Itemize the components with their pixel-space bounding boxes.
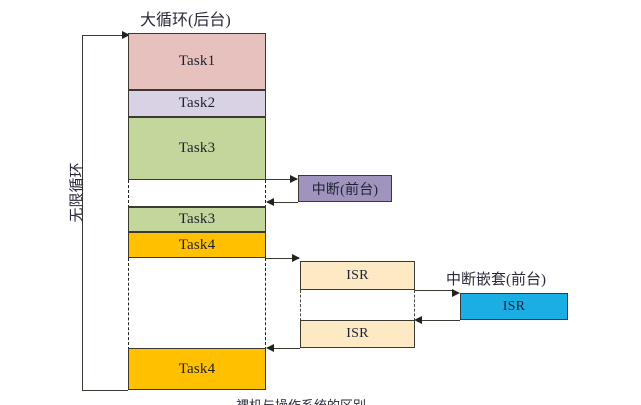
loop-arrowhead-icon — [122, 30, 130, 39]
dashed-guide-right-gap1 — [265, 180, 266, 208]
nested-isr-enter-line — [415, 290, 453, 292]
dashed-guide-left-gap1 — [128, 180, 129, 208]
nested-interrupt-title: 中断嵌套(前台) — [446, 272, 546, 288]
task-block-task2[interactable]: Task2 — [128, 90, 266, 117]
nested-isr-return-arrowhead-icon — [414, 315, 422, 324]
nested-isr-return-line — [421, 320, 460, 322]
task-block-task4-resumed[interactable]: Task4 — [128, 348, 266, 390]
interrupt-enter-arrowhead-icon — [290, 174, 298, 183]
isr-block-nested[interactable]: ISR — [460, 293, 568, 320]
isr-block-resumed[interactable]: ISR — [300, 320, 415, 348]
task-block-task3-first[interactable]: Task3 — [128, 117, 266, 180]
task-block-task3-resumed[interactable]: Task3 — [128, 207, 266, 232]
gap1-bottom-border — [128, 206, 266, 208]
dashed-guide-isr-left — [300, 290, 301, 321]
bottom-caption-cutoff: 裸机与操作系统的区别 — [236, 396, 536, 405]
interrupt-block[interactable]: 中断(前台) — [298, 175, 392, 202]
loop-label: 无限循环 — [69, 162, 86, 223]
loop-top-line — [82, 35, 124, 37]
gap1-top-border — [128, 179, 266, 181]
nested-isr-enter-arrowhead-icon — [452, 288, 460, 297]
task-block-task1[interactable]: Task1 — [128, 33, 266, 90]
dashed-guide-right-gap2 — [265, 258, 266, 350]
interrupt-return-arrowhead-icon — [266, 197, 274, 206]
task-block-task4-first[interactable]: Task4 — [128, 232, 266, 258]
isr2-return-arrowhead-icon — [266, 343, 274, 352]
bottom-caption-text: 裸机与操作系统的区别 — [236, 396, 536, 405]
main-loop-title: 大循环(后台) — [140, 12, 231, 29]
dashed-guide-left-gap2 — [128, 258, 129, 350]
interrupt-enter-line — [266, 179, 297, 181]
interrupt-return-line — [272, 202, 298, 204]
loop-bottom-line — [82, 390, 128, 392]
isr-block-first[interactable]: ISR — [300, 261, 415, 290]
loop-vertical-line — [82, 35, 84, 391]
isr1-enter-arrowhead-icon — [292, 253, 300, 262]
isr2-return-line — [272, 348, 300, 350]
isr1-enter-line — [266, 258, 299, 260]
dashed-guide-isr-right — [414, 290, 415, 321]
